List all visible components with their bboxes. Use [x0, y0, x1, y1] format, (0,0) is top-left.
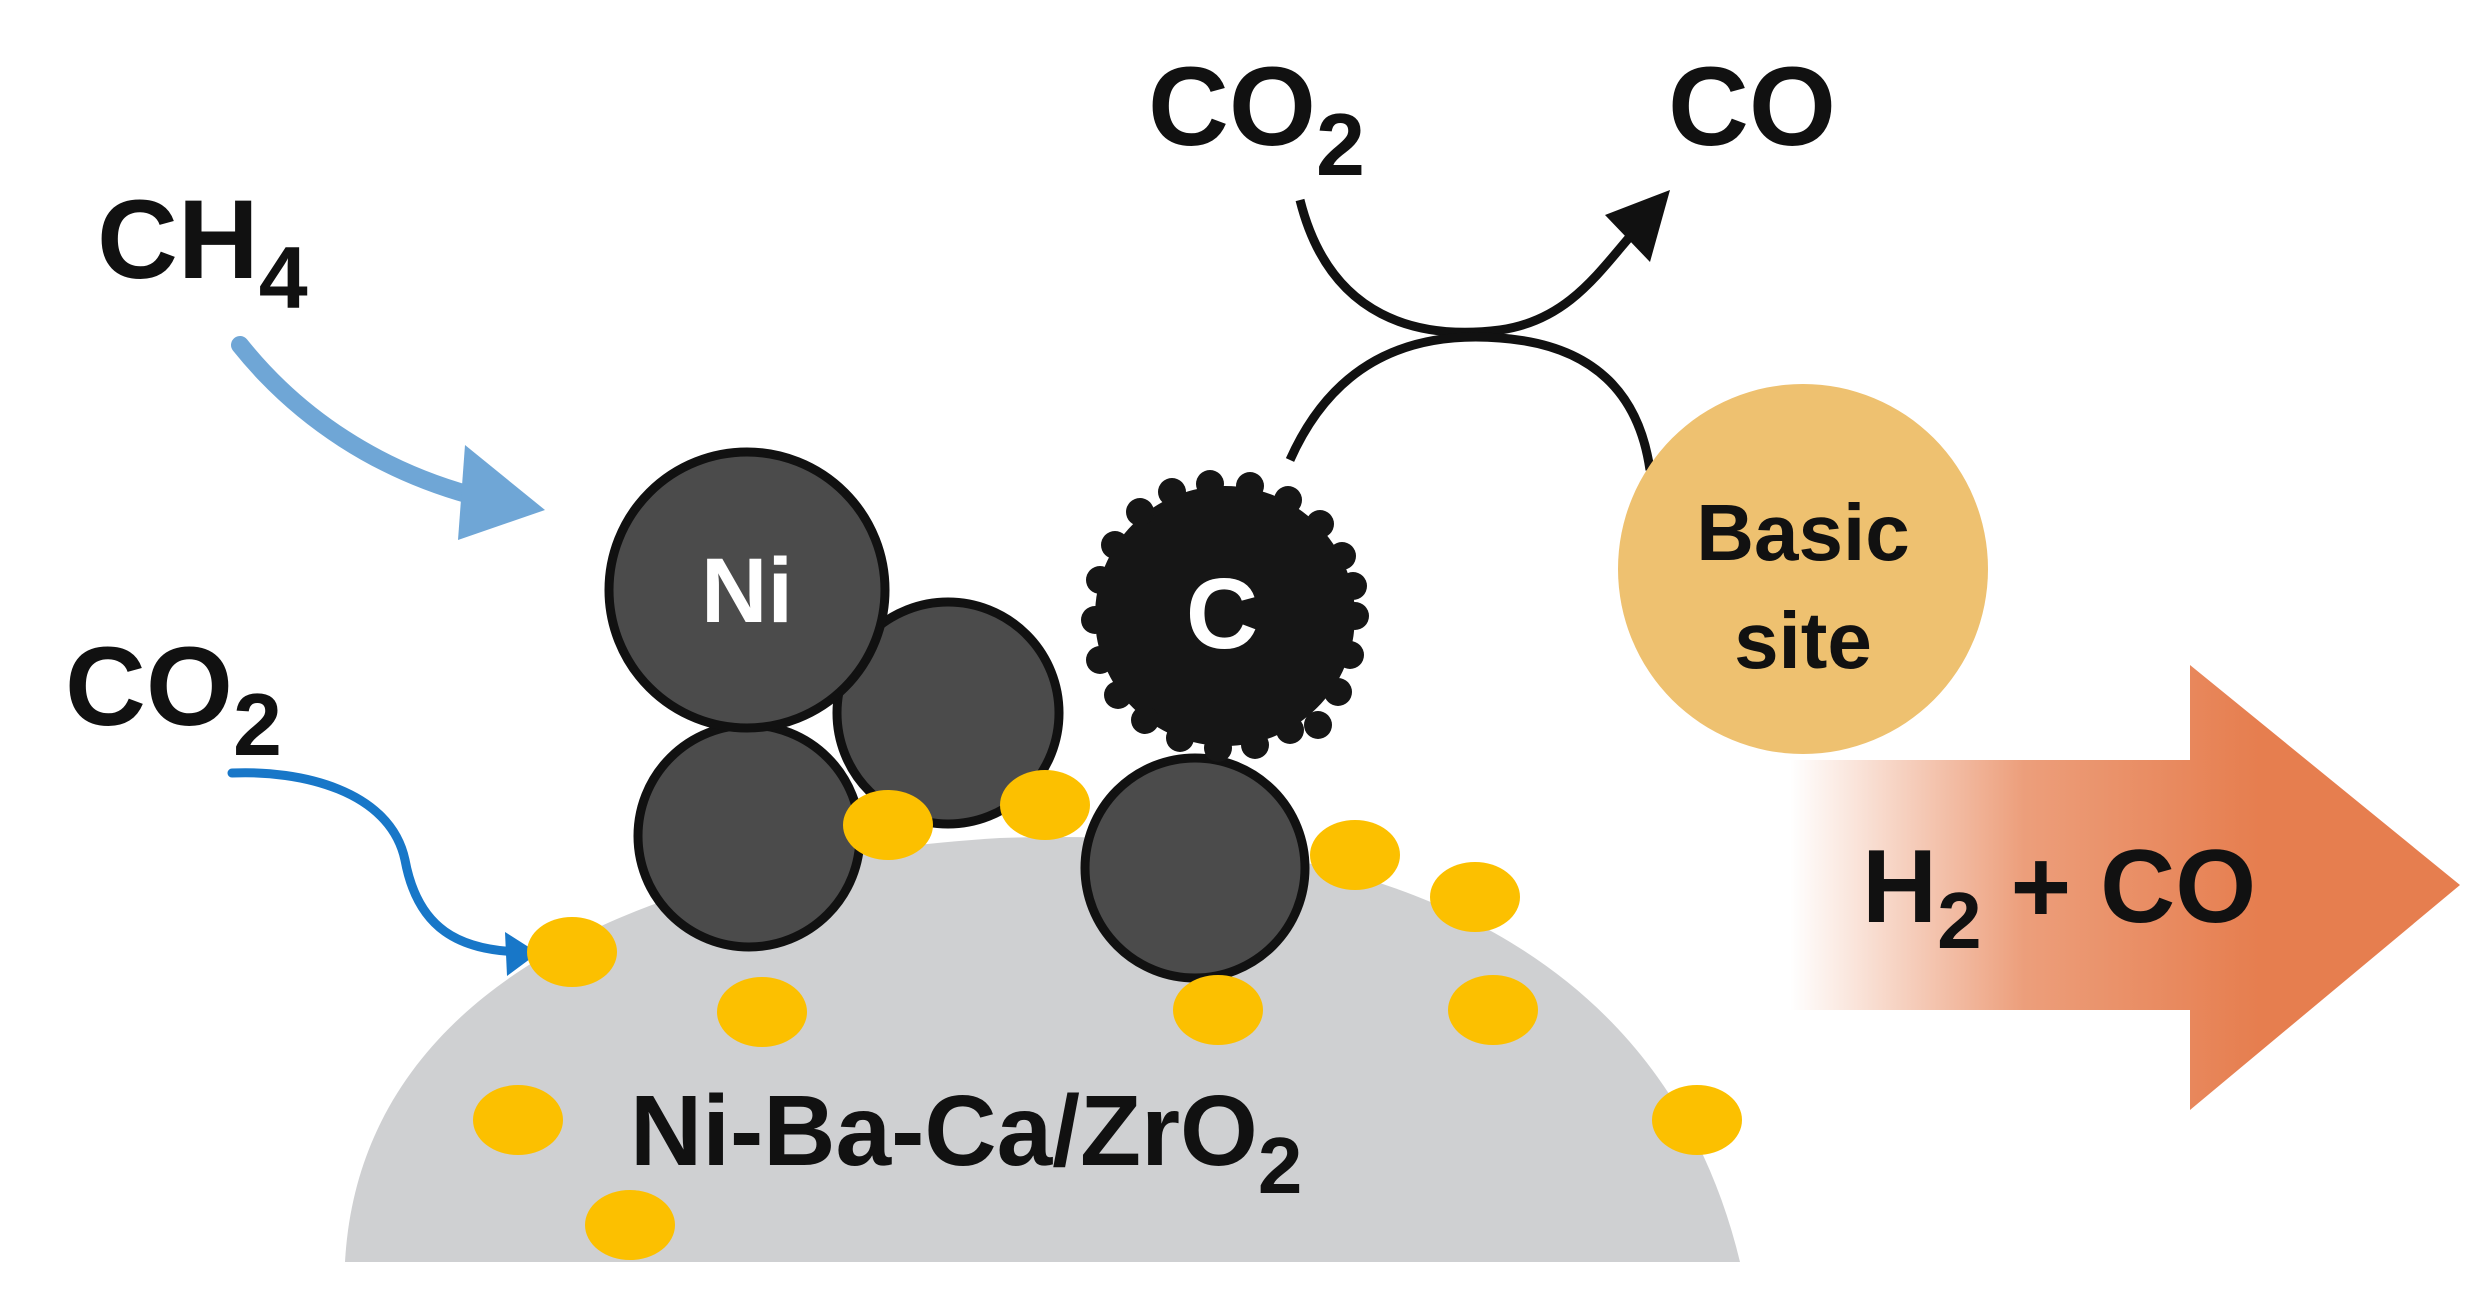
basic-site-label-line2: site	[1734, 596, 1872, 685]
catalyst-support	[345, 836, 1740, 1262]
co2-left-label: CO2	[65, 624, 282, 774]
carbon-to-basic-site-arc	[1285, 332, 1655, 471]
co2-top-label: CO2	[1148, 44, 1365, 194]
ni-particle-middle	[832, 597, 1064, 829]
ni-particle-right	[1080, 753, 1310, 983]
ni-particle-top	[604, 447, 890, 733]
ni-label: Ni	[701, 540, 793, 642]
basic-site	[1618, 384, 1988, 754]
support-label: Ni-Ba-Ca/ZrO2	[630, 1075, 1302, 1210]
carbon-label: C	[1186, 558, 1258, 670]
carbon-particle	[1081, 470, 1369, 762]
ni-particle-bottom-left	[633, 720, 865, 952]
ch4-label: CH4	[97, 177, 308, 327]
basic-site-label-line1: Basic	[1696, 488, 1909, 577]
ch4-arrow	[231, 336, 545, 540]
product-label: H2 + CO	[1862, 829, 2256, 965]
co-top-label: CO	[1668, 44, 1836, 169]
co2-to-co-arc	[1295, 190, 1670, 337]
product-arrow	[1790, 665, 2460, 1110]
co2-arrow	[227, 768, 538, 976]
promoter-dots	[473, 770, 1742, 1260]
